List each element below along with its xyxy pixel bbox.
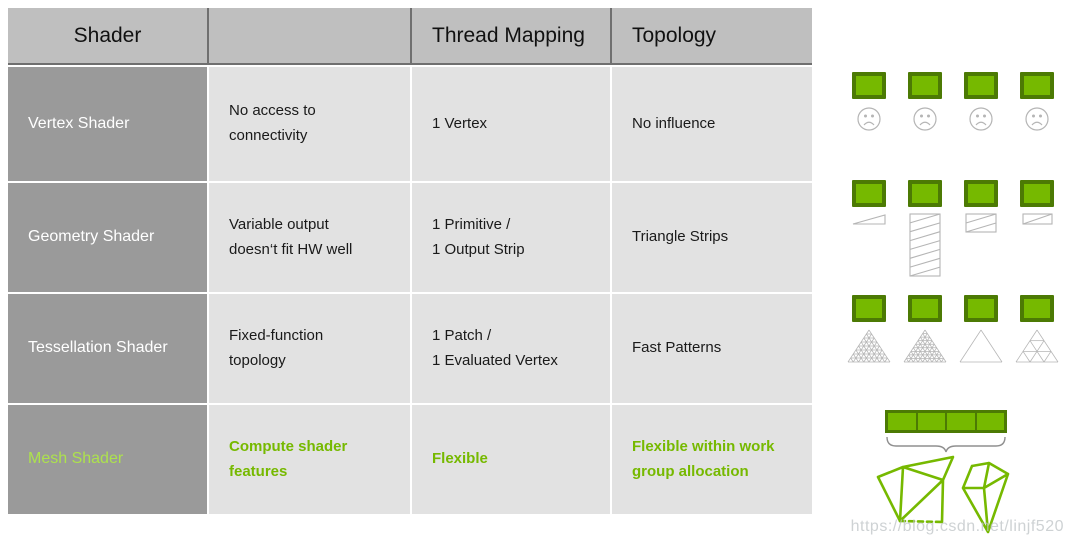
workgroup-bar-segment xyxy=(917,413,945,430)
cell-vertex-topology: No influence xyxy=(612,67,812,181)
tessellated-triangle-icon xyxy=(959,329,1003,363)
table-body: Vertex Shader No access to connectivity … xyxy=(8,67,812,514)
column-header-blank xyxy=(209,8,410,63)
geometry-thread-unit xyxy=(852,180,886,277)
workgroup-bar-segment xyxy=(947,413,975,430)
watermark: https://blog.csdn.net/linjf520 xyxy=(850,518,1064,535)
thread-box-icon xyxy=(852,295,886,322)
cell-geometry-description: Variable output doesn‘t fit HW well xyxy=(209,183,410,292)
vertex-thread-unit xyxy=(852,72,886,132)
cell-tessellation-thread-mapping: 1 Patch / 1 Evaluated Vertex xyxy=(412,294,610,403)
column-header-thread-mapping: Thread Mapping xyxy=(412,8,610,63)
illustration-tessellation-patterns xyxy=(847,295,1059,363)
shader-comparison-table: Shader Thread Mapping Topology Vertex Sh… xyxy=(8,8,812,514)
thread-box-icon xyxy=(964,295,998,322)
workgroup-bar-segment xyxy=(976,413,1004,430)
illustration-vertex-threads xyxy=(852,72,1054,132)
tessellated-triangle-icon xyxy=(847,329,891,363)
thread-box-icon xyxy=(908,295,942,322)
tessellation-thread-unit xyxy=(847,295,891,363)
triangle-strip-icon xyxy=(965,213,997,233)
column-header-shader: Shader xyxy=(8,8,207,63)
thread-box-icon xyxy=(1020,295,1054,322)
illustration-geometry-strips xyxy=(852,180,1054,277)
tessellated-triangle-icon xyxy=(903,329,947,363)
row-label-tessellation-shader: Tessellation Shader xyxy=(8,294,207,403)
cell-mesh-description: Compute shader features xyxy=(209,405,410,514)
triangle-strip-icon xyxy=(1021,213,1053,225)
row-label-mesh-shader: Mesh Shader xyxy=(8,405,207,514)
thread-box-icon xyxy=(908,72,942,99)
thread-box-icon xyxy=(1020,180,1054,207)
thread-box-icon xyxy=(964,180,998,207)
tessellation-thread-unit xyxy=(959,295,1003,363)
vertex-thread-unit xyxy=(964,72,998,132)
cell-geometry-topology: Triangle Strips xyxy=(612,183,812,292)
triangle-strip-icon xyxy=(909,213,941,277)
sad-face-icon xyxy=(913,107,937,131)
vertex-thread-unit xyxy=(1020,72,1054,132)
thread-box-icon xyxy=(852,180,886,207)
thread-box-icon xyxy=(908,180,942,207)
cell-vertex-description: No access to connectivity xyxy=(209,67,410,181)
vertex-thread-unit xyxy=(908,72,942,132)
cell-mesh-topology: Flexible within work group allocation xyxy=(612,405,812,514)
geometry-thread-unit xyxy=(908,180,942,277)
geometry-thread-unit xyxy=(1020,180,1054,277)
cell-tessellation-description: Fixed-function topology xyxy=(209,294,410,403)
sad-face-icon xyxy=(969,107,993,131)
triangle-strip-icon xyxy=(852,214,886,225)
table-header-row: Shader Thread Mapping Topology xyxy=(8,8,812,65)
tessellated-triangle-icon xyxy=(1015,329,1059,363)
sad-face-icon xyxy=(1025,107,1049,131)
row-label-geometry-shader: Geometry Shader xyxy=(8,183,207,292)
cell-tessellation-topology: Fast Patterns xyxy=(612,294,812,403)
tessellation-thread-unit xyxy=(1015,295,1059,363)
thread-box-icon xyxy=(964,72,998,99)
tessellation-thread-unit xyxy=(903,295,947,363)
cell-vertex-thread-mapping: 1 Vertex xyxy=(412,67,610,181)
thread-box-icon xyxy=(1020,72,1054,99)
workgroup-bar-segment xyxy=(888,413,916,430)
cell-mesh-thread-mapping: Flexible xyxy=(412,405,610,514)
row-label-vertex-shader: Vertex Shader xyxy=(8,67,207,181)
sad-face-icon xyxy=(857,107,881,131)
geometry-thread-unit xyxy=(964,180,998,277)
brace-icon xyxy=(886,436,1006,453)
workgroup-bar-icon xyxy=(885,410,1007,433)
column-header-topology: Topology xyxy=(612,8,812,63)
thread-box-icon xyxy=(852,72,886,99)
cell-geometry-thread-mapping: 1 Primitive / 1 Output Strip xyxy=(412,183,610,292)
